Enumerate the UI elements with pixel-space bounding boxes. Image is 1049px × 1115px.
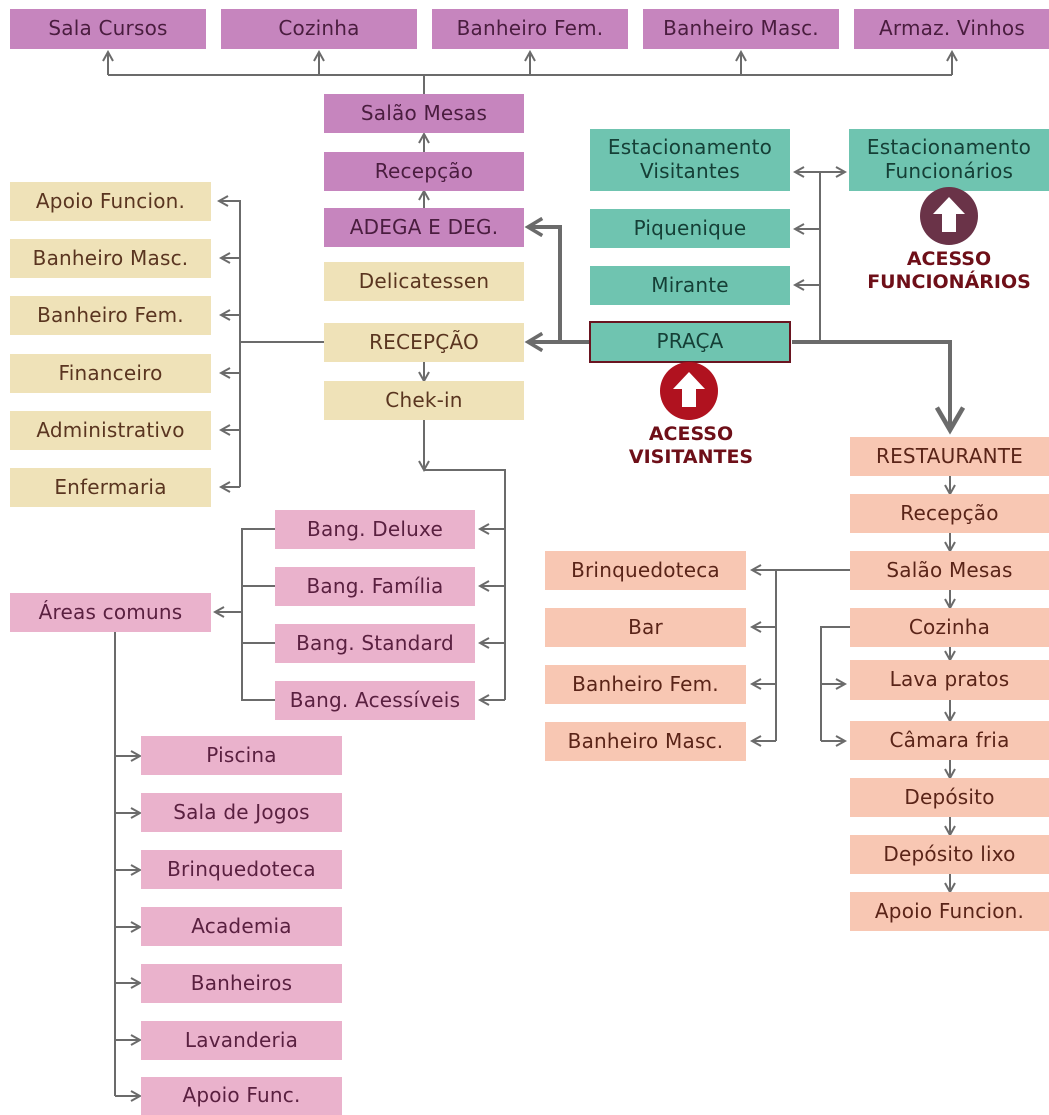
node-piscina: Piscina <box>141 736 342 775</box>
node-cozinha-top: Cozinha <box>221 9 417 49</box>
node-armaz-vinhos: Armaz. Vinhos <box>854 9 1049 49</box>
node-banheiro-fem-top: Banheiro Fem. <box>432 9 628 49</box>
node-apoio-funcion-restaurante: Apoio Funcion. <box>850 892 1049 931</box>
node-deposito-lixo: Depósito lixo <box>850 835 1049 874</box>
node-banheiro-fem-restaurante: Banheiro Fem. <box>545 665 746 704</box>
node-banheiro-masc-admin: Banheiro Masc. <box>10 239 211 278</box>
node-bang-deluxe: Bang. Deluxe <box>275 510 475 549</box>
node-delicatessen: Delicatessen <box>324 262 524 301</box>
node-academia: Academia <box>141 907 342 946</box>
node-bang-standard: Bang. Standard <box>275 624 475 663</box>
arrow-up-icon <box>920 187 978 245</box>
node-camara-fria: Câmara fria <box>850 721 1049 760</box>
node-bang-acessiveis: Bang. Acessíveis <box>275 681 475 720</box>
node-recepcao-adega: Recepção <box>324 152 524 191</box>
node-bang-familia: Bang. Família <box>275 567 475 606</box>
node-areas-comuns: Áreas comuns <box>10 593 211 632</box>
node-adega-deg: ADEGA E DEG. <box>324 208 524 247</box>
node-banheiro-fem-admin: Banheiro Fem. <box>10 296 211 335</box>
node-financeiro: Financeiro <box>10 354 211 393</box>
node-deposito: Depósito <box>850 778 1049 817</box>
node-salao-mesas-restaurante: Salão Mesas <box>850 551 1049 590</box>
node-brinquedoteca-restaurante: Brinquedoteca <box>545 551 746 590</box>
node-piquenique: Piquenique <box>590 209 790 248</box>
node-sala-cursos: Sala Cursos <box>10 9 206 49</box>
node-apoio-func-common: Apoio Func. <box>141 1077 342 1115</box>
node-brinquedoteca-common: Brinquedoteca <box>141 850 342 889</box>
node-salao-mesas-adega: Salão Mesas <box>324 94 524 133</box>
node-mirante: Mirante <box>590 266 790 305</box>
node-enfermaria: Enfermaria <box>10 468 211 507</box>
node-cozinha-restaurante: Cozinha <box>850 608 1049 647</box>
node-recepcao-main: RECEPÇÃO <box>324 323 524 362</box>
node-banheiro-masc-top: Banheiro Masc. <box>643 9 839 49</box>
node-lava-pratos: Lava pratos <box>850 660 1049 700</box>
node-apoio-funcion-admin: Apoio Funcion. <box>10 182 211 221</box>
arrow-up-icon <box>660 362 718 420</box>
node-chek-in: Chek-in <box>324 381 524 420</box>
node-administrativo: Administrativo <box>10 411 211 450</box>
node-lavanderia: Lavanderia <box>141 1021 342 1060</box>
node-banheiro-masc-restaurante: Banheiro Masc. <box>545 722 746 761</box>
node-recepcao-restaurante: Recepção <box>850 494 1049 533</box>
node-restaurante: RESTAURANTE <box>850 437 1049 476</box>
node-bar: Bar <box>545 608 746 647</box>
node-praca: PRAÇA <box>589 321 791 363</box>
node-sala-de-jogos: Sala de Jogos <box>141 793 342 832</box>
node-banheiros: Banheiros <box>141 964 342 1003</box>
